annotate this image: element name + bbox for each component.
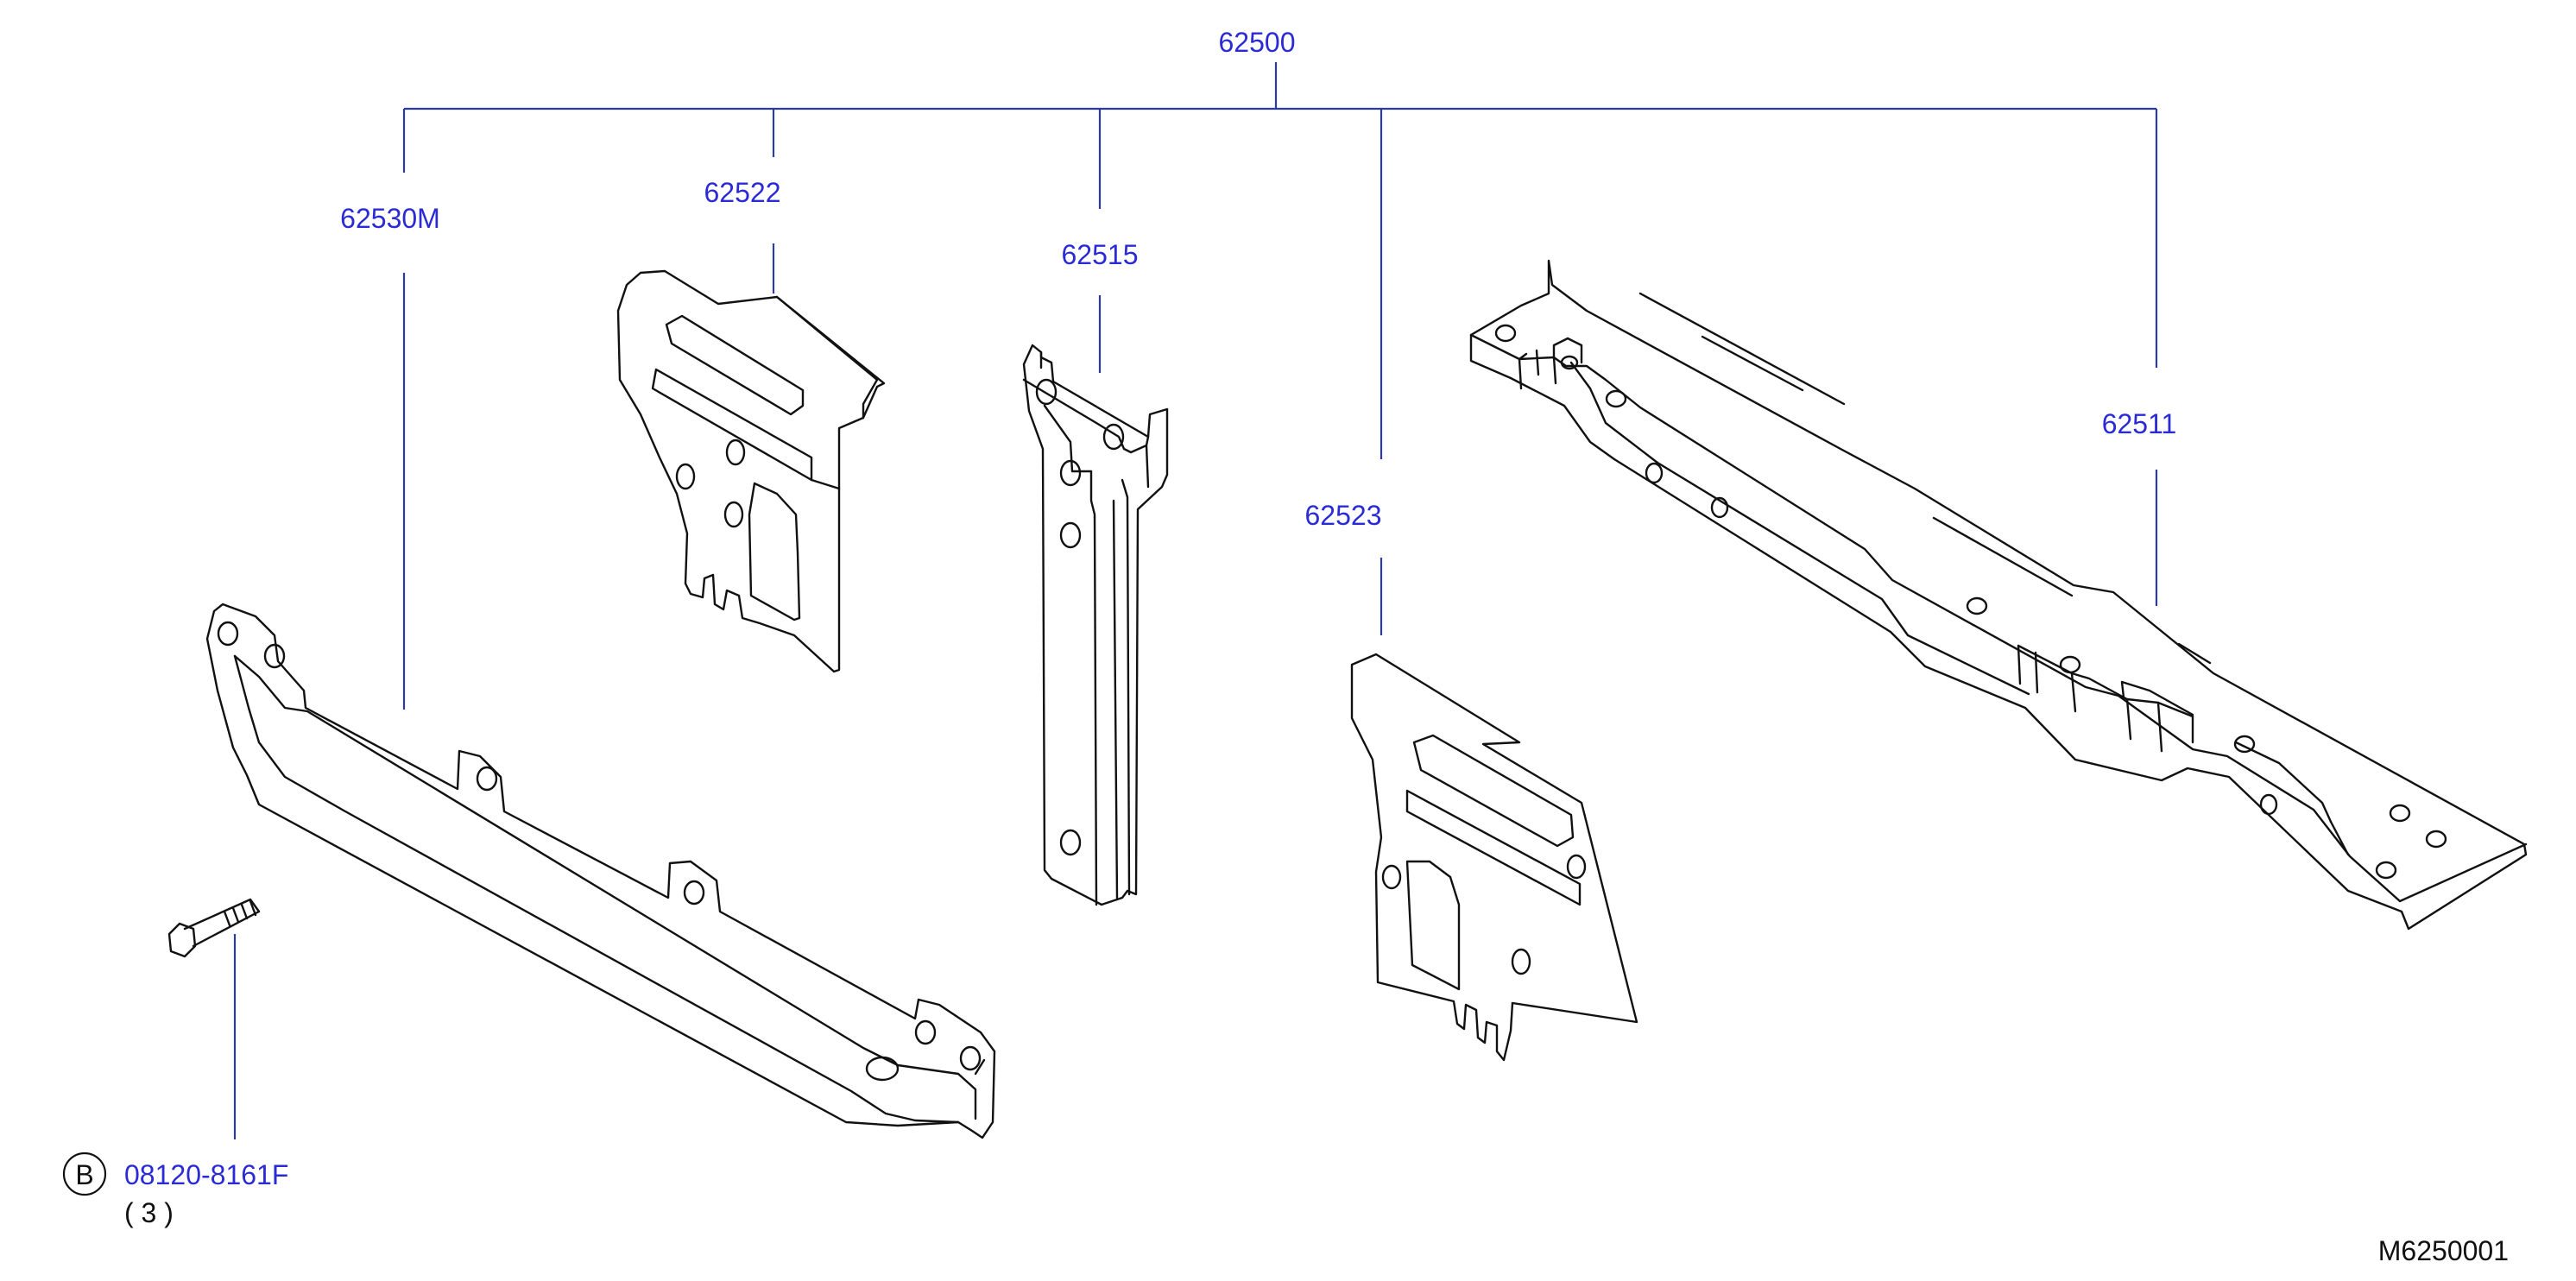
part-62530M-drawing	[205, 603, 996, 1139]
leader-lines	[233, 62, 2158, 1139]
part-62511-drawing	[1469, 259, 2528, 931]
part-label-62530M: 62530M	[340, 203, 440, 234]
bolt-drawing	[167, 898, 261, 958]
bolt-marker-circle	[62, 1152, 107, 1196]
part-62515-drawing	[1022, 344, 1169, 906]
part-label-62523: 62523	[1305, 500, 1382, 531]
assembly-number-label: 62500	[1219, 27, 1296, 58]
bolt-marker-letter: B	[75, 1159, 93, 1190]
bolt-quantity: ( 3 )	[124, 1197, 174, 1228]
part-62523-drawing	[1350, 653, 1638, 1062]
figure-code: M6250001	[2378, 1235, 2509, 1266]
bolt-callout: B 08120-8161F ( 3 )	[62, 1152, 288, 1228]
part-label-62515: 62515	[1062, 239, 1139, 270]
bolt-part-number: 08120-8161F	[124, 1159, 288, 1190]
part-label-62522: 62522	[704, 177, 781, 208]
part-62522-drawing	[616, 269, 886, 673]
part-label-62511: 62511	[2102, 408, 2177, 439]
